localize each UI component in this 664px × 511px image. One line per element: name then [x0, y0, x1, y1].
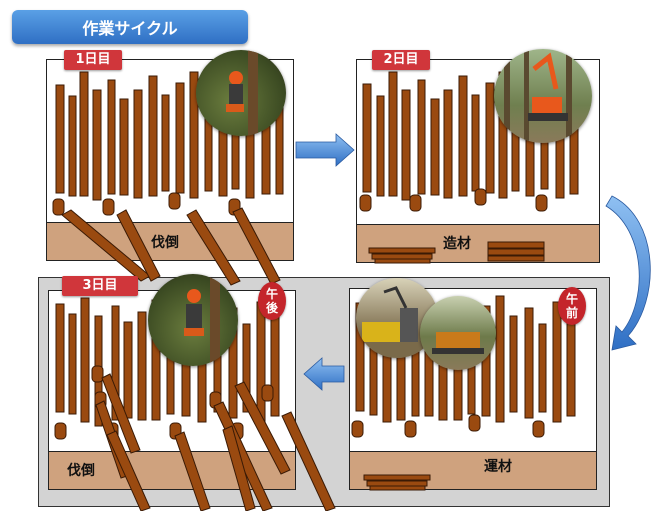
label-transport: 運材 [484, 459, 512, 475]
badge-afternoon-line2: 後 [265, 301, 278, 315]
arrow-left [303, 357, 345, 391]
badge-morning-line1: 午 [565, 292, 578, 306]
label-felling-bottom: 伐倒 [67, 463, 95, 479]
forwarder-truck-photo [420, 296, 496, 370]
day-tag-2: 2日目 [372, 50, 430, 70]
forwarder-loading-photo [356, 278, 438, 358]
title-text: 作業サイクル [82, 19, 178, 38]
badge-afternoon-line1: 午 [265, 287, 278, 301]
title-bar: 作業サイクル [12, 10, 248, 44]
day-tag-3: 3日目 [62, 276, 138, 296]
label-processing: 造材 [443, 236, 471, 252]
badge-morning: 午 前 [558, 287, 586, 325]
badge-morning-line2: 前 [565, 306, 578, 320]
arrow-curved-down [605, 195, 651, 351]
day-tag-1: 1日目 [64, 50, 122, 70]
label-felling-top: 伐倒 [151, 235, 179, 251]
processor-machine-photo [494, 49, 592, 143]
felling-worker-photo-2 [148, 274, 238, 366]
felling-worker-photo [196, 50, 286, 136]
badge-afternoon: 午 後 [258, 282, 286, 320]
arrow-right [295, 133, 355, 167]
